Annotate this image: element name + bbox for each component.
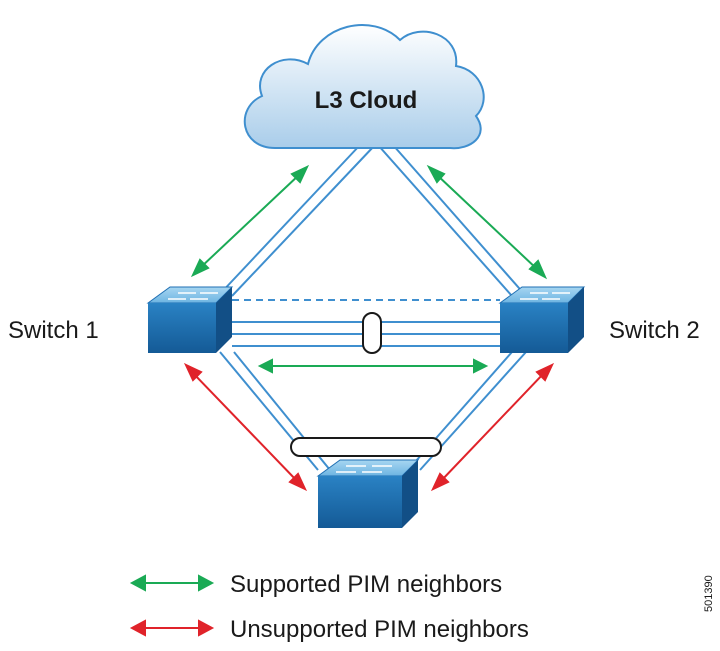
legend: Supported PIM neighbors Unsupported PIM … [129,571,529,643]
legend-supported-label: Supported PIM neighbors [230,571,502,598]
cloud-label: L3 Cloud [315,87,418,114]
switch-1-label: Switch 1 [8,317,99,344]
switch-2-label: Switch 2 [609,317,700,344]
legend-unsupported-label: Unsupported PIM neighbors [230,616,529,643]
unsupported-pim-arrows [183,362,555,492]
cloud-switch-links [217,144,527,297]
legend-unsupported-arrow-icon [129,619,215,637]
l3-cloud: L3 Cloud [243,24,485,150]
legend-supported-arrow-icon [129,574,215,592]
figure-id: 501390 [703,575,715,612]
port-channel-oval-downstream [290,437,442,457]
supported-pim-arrows [190,164,548,374]
port-channel-oval-peer-link [362,312,382,354]
switch-1 [146,286,234,353]
switch-2 [498,286,586,353]
downstream-switch [316,459,420,528]
